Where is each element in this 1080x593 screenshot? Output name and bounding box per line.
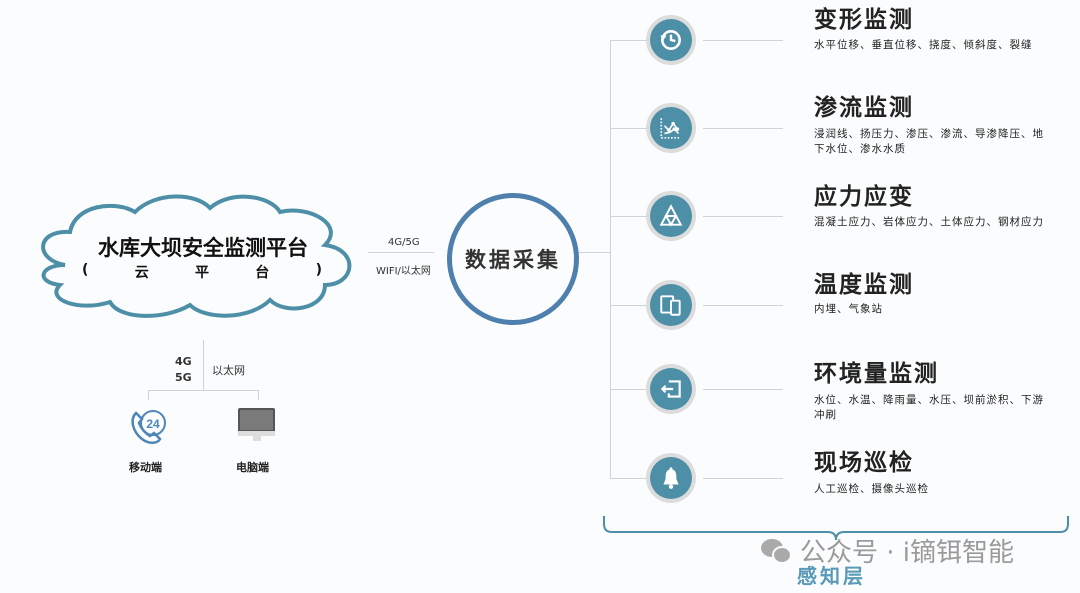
trunk-line [610,40,611,479]
category-description: 内埋、气象站 [814,303,883,315]
branch-line [610,305,646,306]
branch-line [610,216,646,217]
category-description: 水位、水温、降雨量、水压、坝前淤积、下游冲刷 [814,394,1044,421]
link-label-4g5g: 4G/5G [388,237,420,248]
category-title: 渗流监测 [814,95,914,121]
category-description: 人工巡检、摄像头巡检 [814,483,929,495]
branch-line [703,216,783,217]
subtitle-char: 平 [195,265,209,281]
platform-title: 水库大坝安全监测平台 [98,236,308,260]
phone-24-icon: 24 [131,410,166,444]
connector-line [258,390,259,400]
branch-line [703,478,783,479]
category-title: 变形监测 [814,7,914,33]
cloud-shape [41,194,352,318]
category-title: 应力应变 [814,184,914,210]
category-icon-badge [646,15,696,65]
connector-line [148,390,149,400]
wechat-icon [761,538,792,564]
endpoint-pc-label: 电脑端 [236,461,269,474]
watermark: 公众号 · i镝铒智能 [760,532,1014,569]
category-title: 温度监测 [814,272,914,298]
category-description: 混凝土应力、岩体应力、土体应力、钢材应力 [814,216,1044,228]
branch-line [610,478,646,479]
link-label-ethernet: 以太网 [212,364,245,377]
subtitle-char: 台 [255,265,270,281]
perception-layer-brace [603,516,1069,541]
label-5g: 5G [175,371,192,384]
link-label-wifi: WIFI/以太网 [376,266,431,277]
category-description: 水平位移、垂直位移、挠度、倾斜度、裂缝 [814,39,1033,51]
endpoint-mobile-label: 移动端 [129,461,162,474]
subtitle-char: ) [315,262,322,278]
history-clock-icon [660,30,681,50]
branch-line [703,128,783,129]
branch-line [610,40,646,41]
category-icon-badge [646,191,696,241]
subtitle-char: 云 [134,265,149,281]
triangle-icon [659,204,683,227]
scatter-chart-icon [660,118,681,139]
bell-icon [663,467,679,489]
branch-line [703,40,783,41]
label-4g: 4G [175,355,192,368]
category-description: 浸润线、扬压力、渗压、渗流、导渗降压、地下水位、渗水水质 [814,128,1044,155]
platform-subtitle: ( 云 平 台 ) [82,262,322,282]
branch-line [610,128,646,129]
branch-line [703,305,783,306]
watermark-text: 公众号 · i镝铒智能 [800,538,1015,568]
category-icon-badge [646,453,696,503]
connector-line [579,252,610,253]
devices-icon [660,295,681,316]
category-icon-badge [646,280,696,330]
sign-in-icon [660,380,681,398]
link-label-4g5g-bottom: 4G 5G [175,354,192,386]
category-icon-badge [646,364,696,414]
connector-line [203,340,204,390]
category-icon-badge [646,103,696,153]
subtitle-char: ( [82,262,89,278]
branch-line [610,389,646,390]
branch-line [703,389,783,390]
perception-layer-label: 感知层 [797,564,866,588]
svg-text:24: 24 [146,417,160,431]
category-title: 环境量监测 [814,361,939,387]
connector-line [368,252,434,253]
category-title: 现场巡检 [814,450,914,476]
data-collection-node: 数据采集 [447,193,579,325]
connector-line [148,390,259,391]
monitor-icon [238,408,275,441]
